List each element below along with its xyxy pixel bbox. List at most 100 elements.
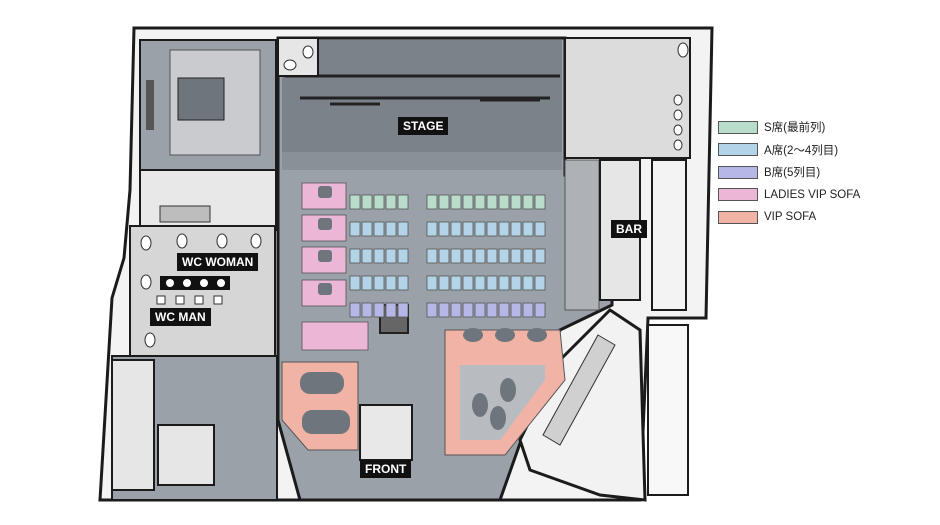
toilet-icon [283,59,297,71]
seat [486,248,498,264]
seat [498,194,510,210]
seat [397,221,409,237]
seat [438,221,450,237]
vip-table [463,328,483,342]
legend-swatch [718,120,758,134]
sofa-table [318,250,332,262]
sofa-table [318,186,332,198]
legend-label: B席(5列目) [764,167,821,180]
emergency-stairs [647,324,689,496]
seat [486,302,498,318]
legend-swatch [718,143,758,157]
legend-item-s: S席(最前列) [718,116,860,139]
seat [349,194,361,210]
seat [450,248,462,264]
seat [385,302,397,318]
wc-woman-label: WC WOMAN [177,253,259,271]
front-label: FRONT [360,460,412,478]
seat [522,275,534,291]
seat [426,275,438,291]
stool-icon [673,124,683,136]
seat [361,302,373,318]
wc-man-label: WC MAN [150,308,211,326]
vip-table [495,328,515,342]
seat [498,248,510,264]
legend-swatch [718,165,758,179]
seat [510,194,522,210]
legend-label: LADIES VIP SOFA [764,188,861,201]
seat [474,194,486,210]
seat [361,248,373,264]
seat [462,275,474,291]
bar-back-room [564,37,691,159]
legend-label: S席(最前列) [764,122,826,135]
stair-inner [542,334,616,446]
legend-swatch [718,210,758,224]
seat [438,302,450,318]
vip-table [302,410,350,434]
basin-icon [183,279,191,287]
sofa-table [318,218,332,230]
seat [373,275,385,291]
seat [438,248,450,264]
seat [438,194,450,210]
legend-item-ladies-vip: LADIES VIP SOFA [718,184,860,207]
bar-label: BAR [611,220,647,238]
seat [534,194,546,210]
sofa-table [318,283,332,295]
urinal-icon [156,295,166,305]
restroom-block [129,225,276,357]
legend-item-b: B席(5列目) [718,161,860,184]
vip-table [472,393,488,417]
seat [361,221,373,237]
basin-icon [200,279,208,287]
seat [426,248,438,264]
legend-swatch [718,188,758,202]
seat [385,221,397,237]
seat [522,194,534,210]
toilet-icon [250,233,262,249]
seat [486,194,498,210]
seat [397,248,409,264]
toilet-icon [140,274,152,290]
urinal-icon [175,295,185,305]
seat [534,302,546,318]
seat [450,194,462,210]
seat [510,221,522,237]
urinal-icon [213,295,223,305]
stage-label: STAGE [398,117,449,135]
stairwell-left [111,359,155,491]
vip-table [300,372,344,394]
stool-icon [673,94,683,106]
seat [474,302,486,318]
basin-icon [166,279,174,287]
toilet-icon [144,332,156,348]
seat [361,194,373,210]
urinal-icon [194,295,204,305]
staff-restroom [277,37,319,77]
seat [498,275,510,291]
kitchen-sink [159,205,211,223]
seat [534,275,546,291]
seat [397,275,409,291]
seat [534,221,546,237]
seat [534,248,546,264]
seat [462,194,474,210]
seat [349,302,361,318]
wash-basin-row [160,276,230,290]
seat [462,302,474,318]
bar-side-room [651,159,687,311]
seat [438,275,450,291]
bar-counter [564,159,600,311]
seat [486,275,498,291]
vip-table [500,378,516,402]
vip-inner-area [460,365,545,440]
legend-label: A席(2〜4列目) [764,144,839,157]
elevator [157,424,215,486]
vip-table [490,406,506,430]
seat [385,248,397,264]
stool-icon [673,109,683,121]
seat [450,302,462,318]
basin-icon [217,279,225,287]
